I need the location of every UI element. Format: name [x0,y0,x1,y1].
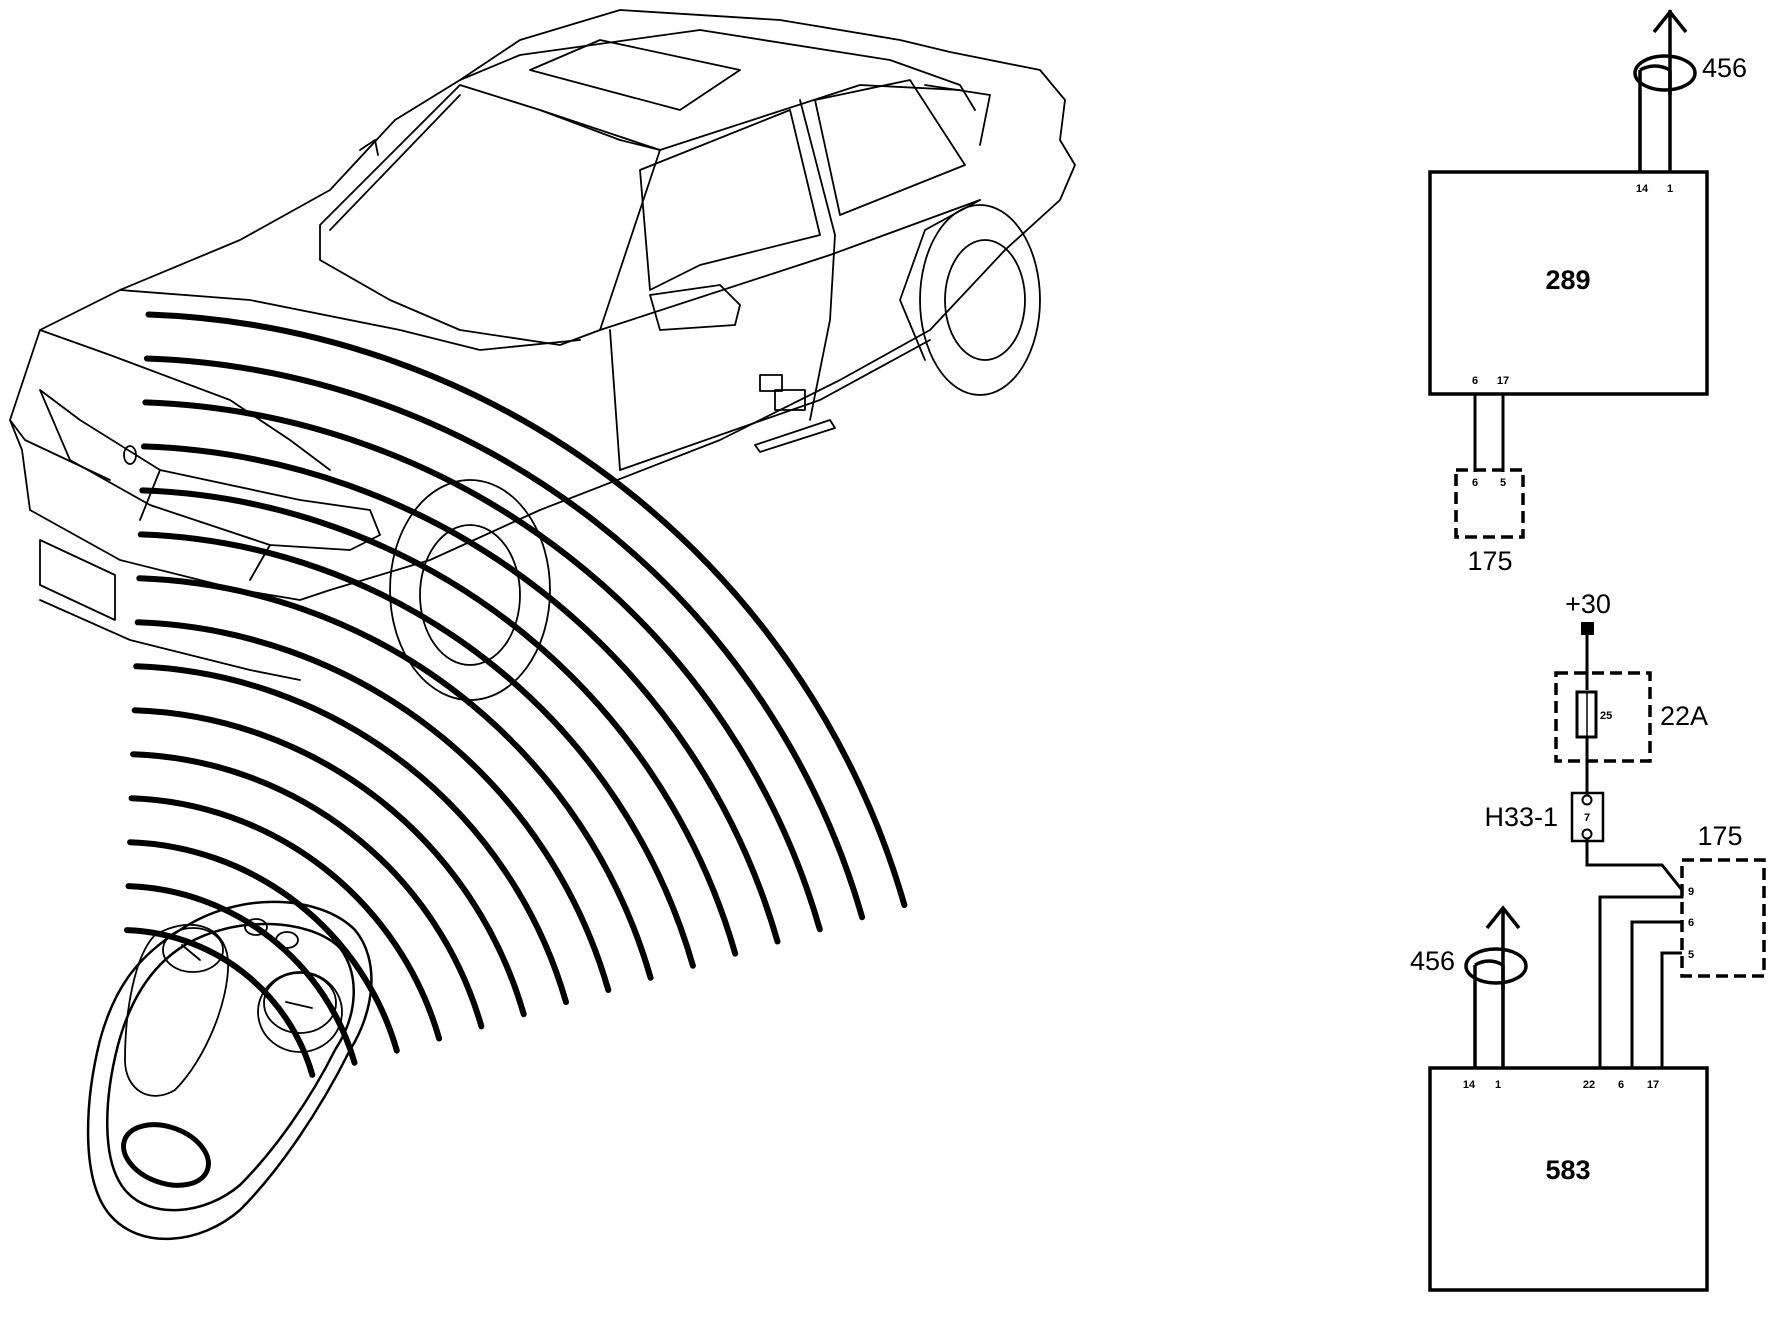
module-583-label: 583 [1545,1155,1590,1185]
connector-175-top-pin-6: 6 [1472,477,1478,489]
connector-h33-1-pin: 7 [1584,812,1590,824]
radio-wave-arc [134,619,612,993]
radio-wave-arc [124,927,316,1078]
connector-175-bottom-label: 175 [1697,821,1742,851]
bus-label-top: 456 [1702,53,1747,83]
radio-wave-arc [143,355,866,921]
module-583-box [1428,1066,1709,1292]
fuse-box-label: 22A [1660,701,1708,731]
connector-175-bottom [1680,858,1766,978]
radio-wave-arc [131,707,527,1018]
connector-175-top [1454,468,1525,539]
fuse-number: 25 [1600,710,1612,722]
radio-wave-arc [142,399,823,933]
radio-wave-arc [136,575,654,981]
connector-175-bottom-pin-9: 9 [1688,886,1694,898]
radio-wave-arc [128,795,443,1042]
radio-waves [124,311,908,1078]
car-illustration [9,9,1076,701]
module-289-pin-1: 1 [1667,183,1673,195]
supply-label: +30 [1565,589,1611,619]
radio-wave-arc [133,663,569,1006]
radio-wave-arc [145,311,908,909]
connector-175-bottom-pin-6: 6 [1688,917,1694,929]
bus-label-bottom: 456 [1410,946,1455,976]
radio-wave-arc [127,839,400,1054]
fuse-box-22a [1554,671,1652,763]
radio-wave-arc [125,883,358,1066]
module-583-pin-22: 22 [1583,1079,1595,1091]
radio-wave-arc [139,487,739,957]
radio-wave-arc [140,443,781,945]
connector-175-bottom-pin-5: 5 [1688,949,1694,961]
connector-175-top-pin-5: 5 [1500,477,1506,489]
module-289-pin-6: 6 [1472,375,1478,387]
connector-h33-1-label: H33-1 [1484,802,1558,832]
module-583-pin-14: 14 [1463,1079,1476,1091]
bus-connection-bottom: 456 [1410,905,1528,1068]
supply-terminal [1581,622,1594,635]
key-fob-remote [86,900,373,1241]
module-583-pin-17: 17 [1647,1079,1659,1091]
radio-wave-arc [130,751,485,1030]
radio-wave-arc [137,531,696,969]
module-289-label: 289 [1545,265,1590,295]
module-289-box [1428,170,1709,396]
module-289-pin-14: 14 [1636,183,1649,195]
module-289-pin-17: 17 [1497,375,1509,387]
connector-175-top-label: 175 [1467,546,1512,576]
bus-connection-top: 456 [1633,9,1747,172]
module-583-pin-6: 6 [1618,1079,1624,1091]
module-583-pin-1: 1 [1495,1079,1501,1091]
